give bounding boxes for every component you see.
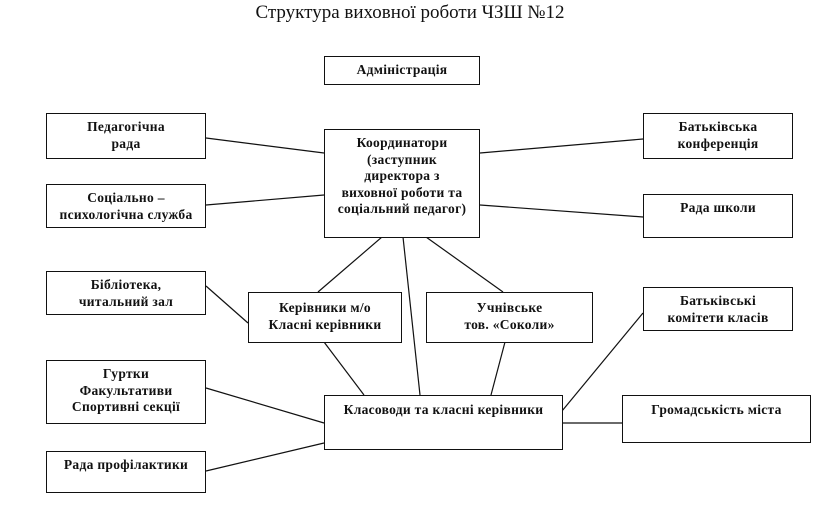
node-bat-conf: Батьківська конференція [643, 113, 793, 159]
line-profilaktyka-klasovody [205, 442, 325, 472]
node-label: комітети класів [667, 309, 769, 325]
line-ped-rada-coordinators [205, 137, 325, 154]
node-label: рада [111, 135, 141, 151]
node-label: Гуртки [102, 366, 150, 381]
node-label: Рада школи [680, 200, 756, 215]
node-gromadskist: Громадськість міста [622, 395, 811, 443]
node-label: Бібліотека, [90, 277, 162, 292]
node-kerivnyky: Керівники м/о Класні керівники [248, 292, 402, 343]
node-label: Педагогічна [87, 119, 165, 134]
node-label: тов. «Соколи» [464, 316, 555, 332]
node-label: Класні керівники [268, 316, 382, 332]
node-uchnivske: Учнівське тов. «Соколи» [426, 292, 593, 343]
line-klasovody-bat-komitety [561, 312, 644, 412]
node-label: Громадськість міста [651, 402, 782, 417]
node-label: Соціально – [87, 190, 165, 205]
node-gurtky: Гуртки Факультативи Спортивні секції [46, 360, 206, 424]
node-label: психологічна служба [59, 206, 193, 222]
node-label: директора з [364, 168, 440, 183]
line-uchnivske-klasovody [490, 341, 506, 396]
node-rada-shkoly: Рада школи [643, 194, 793, 238]
node-label: Учнівське [476, 300, 543, 315]
node-label: соціальний педагог) [337, 201, 467, 216]
node-label: (заступник [367, 151, 437, 167]
node-label: Адміністрація [356, 62, 448, 77]
node-label: Батьківська [678, 119, 758, 134]
node-label: Координатори [356, 135, 448, 150]
node-label: Факультативи [79, 382, 173, 398]
node-label: конференція [677, 135, 759, 151]
node-bat-komitety: Батьківські комітети класів [643, 287, 793, 331]
diagram-title: Структура виховної роботи ЧЗШ №12 [255, 2, 565, 23]
node-label: Спортивні секції [71, 399, 181, 414]
line-kerivnyky-klasovody [323, 341, 365, 396]
node-label: Керівники м/о [279, 300, 371, 315]
node-profilaktyka: Рада профілактики [46, 451, 206, 493]
line-coordinators-uchnivske [425, 236, 504, 293]
node-social: Соціально – психологічна служба [46, 184, 206, 228]
node-library: Бібліотека, читальний зал [46, 271, 206, 315]
node-label: виховної роботи та [341, 184, 463, 200]
node-label: Класоводи та класні керівники [343, 402, 544, 417]
line-gurtky-klasovody [205, 387, 325, 424]
line-coordinators-kerivnyky [317, 236, 383, 293]
line-coordinators-bat-conf [479, 138, 644, 154]
line-coordinators-klasovody [402, 236, 421, 396]
line-social-coordinators [205, 194, 325, 206]
line-coordinators-rada-shkoly [479, 204, 644, 218]
node-coordinators: Координатори (заступник директора з вихо… [324, 129, 480, 238]
node-label: Батьківські [679, 293, 757, 308]
line-library-kerivnyky [205, 285, 249, 324]
node-klasovody: Класоводи та класні керівники [324, 395, 563, 450]
node-ped-rada: Педагогічна рада [46, 113, 206, 159]
node-label: читальний зал [78, 293, 174, 309]
node-admin: Адміністрація [324, 56, 480, 85]
node-label: Рада профілактики [63, 457, 189, 472]
